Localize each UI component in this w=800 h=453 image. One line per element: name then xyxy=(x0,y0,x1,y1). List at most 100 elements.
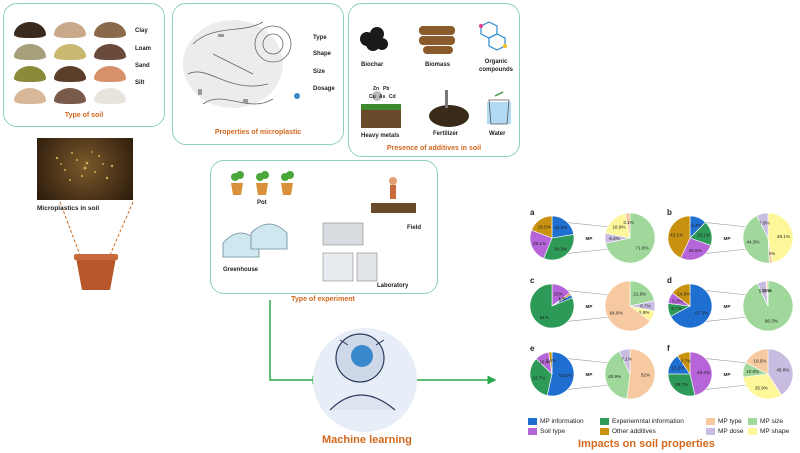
pie-f-main-slice-experiemntal-information xyxy=(667,373,696,397)
pie-d-main-slice-other-additives xyxy=(671,283,691,307)
pie-e-mp-label: MP xyxy=(586,372,593,377)
pie-e-connector-bottom xyxy=(567,384,608,390)
legend-item-mp-shape: MP shape xyxy=(748,428,789,435)
soil-pile-5 xyxy=(54,44,86,60)
prop-label-size: Size xyxy=(313,69,326,75)
additive-label-fertilizer: Fertilizer xyxy=(433,131,459,137)
pie-d-main-value-label-experiemntal-information: 9.7% xyxy=(671,306,681,311)
pie-c-panel-label: c xyxy=(530,276,535,285)
pie-b-main-value-label-mp-information: 12.4% xyxy=(689,223,702,228)
pie-d-mp-label: MP xyxy=(724,304,731,309)
pie-e-panel-label: e xyxy=(530,344,535,353)
pie-a-detail-value-label-mp-size: 71.6% xyxy=(636,245,649,250)
pie-f-panel-label: f xyxy=(667,344,670,353)
pie-c-detail-value-label-mp-type: 64.9% xyxy=(610,311,623,316)
metal-pb: Pb xyxy=(383,86,390,92)
legend-item-mp-dose: MP dose xyxy=(706,428,744,435)
metal-zn: Zn xyxy=(373,86,380,92)
pie-d-main-value-label-soil-type: 8.3% xyxy=(672,299,682,304)
pie-a-main-slice-other-additives xyxy=(531,215,553,239)
soil-pile-10 xyxy=(14,88,46,104)
microplastics-caption: Microplastics in soil xyxy=(37,205,100,212)
pie-c-detail-slice-mp-size xyxy=(629,280,655,307)
pie-b-main-value-label-soil-type: 26.5% xyxy=(689,248,702,253)
arrow-experiment-to-ml xyxy=(269,300,322,385)
pie-e-detail-slice-mp-size xyxy=(604,351,631,400)
pie-f-main-value-label-other-additives: 9.7% xyxy=(681,359,691,364)
pie-d-detail-slice-mp-type xyxy=(765,280,769,307)
pie-c-main-value-label-experiemntal-information: 81% xyxy=(540,315,549,320)
pie-b-connector-bottom xyxy=(705,248,746,254)
pie-e-main-value-label-other-additives: 2.4% xyxy=(546,358,556,363)
pie-d-panel-label: d xyxy=(667,276,672,285)
pie-c-detail-value-label-mp-size: 21.6% xyxy=(633,292,646,297)
soil-type-panel: Clay Loam Sand Silt Type of soil xyxy=(3,3,165,127)
pie-d-connector-top xyxy=(705,290,746,296)
prop-label-shape: Shape xyxy=(313,51,332,57)
pie-a-main-slice-soil-type xyxy=(529,229,553,259)
pie-b-detail-slice-mp-shape xyxy=(767,212,794,263)
experiment-label-greenhouse: Greenhouse xyxy=(223,267,259,273)
machine-learning-title: Machine learning xyxy=(322,434,412,446)
pie-c-detail-value-label-mp-shape: 6.9% xyxy=(639,310,649,315)
pie-d-main-slice-mp-information xyxy=(670,283,713,329)
soil-pile-8 xyxy=(54,66,86,82)
pie-f-detail-value-label-mp-shape: 35.9% xyxy=(755,386,768,391)
pie-b-connector-top xyxy=(705,222,746,228)
microplastics-soil-image xyxy=(37,138,133,200)
pie-a-main-value-label-mp-information: 22.8% xyxy=(554,225,567,230)
pie-f-detail-slice-mp-type xyxy=(745,348,769,375)
pie-c-mp-label: MP xyxy=(586,304,593,309)
soil-label-clay: Clay xyxy=(135,28,148,34)
pie-e-detail-slice-mp-dose xyxy=(618,348,631,375)
soil-pile-2 xyxy=(54,22,86,38)
legend-item-soil-type: Soil type xyxy=(528,428,565,435)
pie-a-main-value-label-experiemntal-information: 34.3% xyxy=(554,246,567,251)
pie-e-detail-slice-mp-type xyxy=(626,348,656,400)
soil-pile-11 xyxy=(54,88,86,104)
soil-caption: Type of soil xyxy=(64,112,104,119)
soil-label-loam: Loam xyxy=(135,46,152,52)
zoom-line-left xyxy=(59,201,81,256)
pie-d-detail-value-label-mp-size: 86.3% xyxy=(765,319,778,324)
pie-a-main-value-label-soil-type: 25.1% xyxy=(533,241,546,246)
pie-a-detail-value-label-mp-dose: 6.4% xyxy=(609,236,619,241)
additives-panel: Biochar Biomass Organic compounds Zn Pb … xyxy=(348,3,520,157)
pie-e-detail-value-label-mp-type: 52% xyxy=(641,373,650,378)
legend-item-mp-size: MP size xyxy=(748,418,783,425)
prop-label-dosage: Dosage xyxy=(313,86,335,92)
pie-f-connector-top xyxy=(705,358,746,364)
pie-a-connector-bottom xyxy=(567,248,608,254)
soil-label-silt: Silt xyxy=(135,80,145,86)
pie-f-main-slice-soil-type xyxy=(689,351,713,396)
pie-f-main-value-label-soil-type: 46.4% xyxy=(697,370,710,375)
experiment-label-field: Field xyxy=(407,225,422,231)
pie-b-mp-label: MP xyxy=(724,236,731,241)
pie-legend: MP information Experiemntal information … xyxy=(528,418,798,442)
pie-a-mp-label: MP xyxy=(586,236,593,241)
pie-e-main-value-label-soil-type: 10.4% xyxy=(539,359,552,364)
pie-b-detail-value-label-mp-size: 44.3% xyxy=(746,240,759,245)
additive-label-biomass: Biomass xyxy=(425,62,451,68)
soil-pile-9 xyxy=(94,66,126,82)
soil-pile-12 xyxy=(94,88,126,104)
pie-e-main-slice-mp-information xyxy=(546,351,575,397)
additives-icons xyxy=(360,21,511,128)
pie-a-detail-value-label-mp-type: 3.1% xyxy=(623,220,633,225)
pie-a-connector-top xyxy=(567,222,608,228)
microplastic-properties-panel: Type Shape Size Dosage Properties of mic… xyxy=(172,3,344,145)
prop-label-type: Type xyxy=(313,35,327,41)
pie-b-main-value-label-other-additives: 43.1% xyxy=(670,233,683,238)
microplastic-image xyxy=(183,20,300,108)
soil-pile-3 xyxy=(94,22,126,38)
pie-f-detail-value-label-mp-size: 10.6% xyxy=(746,369,759,374)
soil-pile-1 xyxy=(14,22,46,38)
fertilizer-icon xyxy=(429,90,469,127)
pie-a-detail-value-label-mp-shape: 18.9% xyxy=(612,225,625,230)
pie-d-main-value-label-other-additives: 14.9% xyxy=(677,291,690,296)
pie-d-detail-value-label-mp-type: 1% xyxy=(764,288,771,293)
pie-a-main-value-label-other-additives: 19.5% xyxy=(538,224,551,229)
pie-e-main-slice-other-additives xyxy=(548,351,553,375)
pie-e-detail-value-label-mp-size: 40.9% xyxy=(608,374,621,379)
